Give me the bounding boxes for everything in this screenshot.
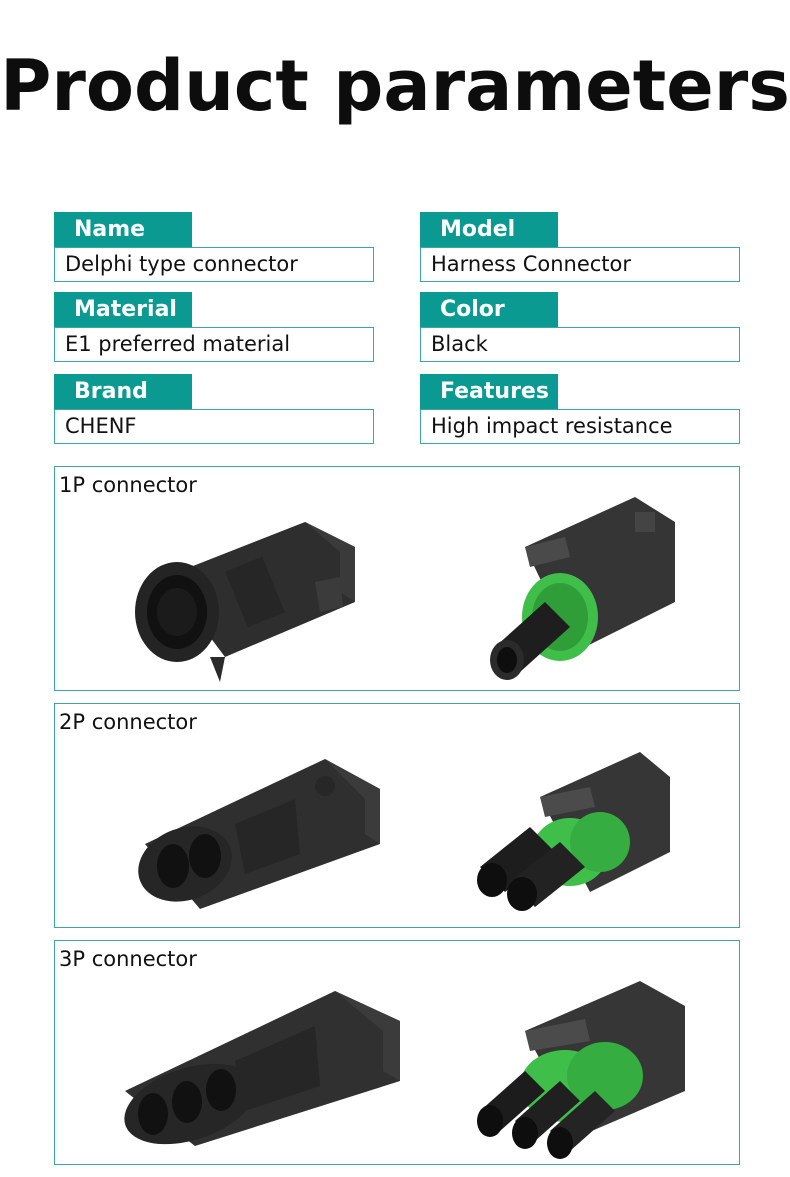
female-connector-1p-image bbox=[490, 497, 675, 680]
panel-2p-title: 2P connector bbox=[59, 710, 197, 734]
page-title: Product parameters bbox=[0, 45, 790, 127]
male-connector-2p-image bbox=[138, 759, 380, 909]
female-connector-3p-image bbox=[477, 981, 685, 1159]
panel-1p-title: 1P connector bbox=[59, 473, 197, 497]
param-features-value: High impact resistance bbox=[420, 409, 740, 444]
param-brand-value: CHENF bbox=[54, 409, 374, 444]
panel-2p-connector: 2P connector bbox=[54, 703, 740, 928]
param-color-value: Black bbox=[420, 327, 740, 362]
panel-3p-title: 3P connector bbox=[59, 947, 197, 971]
param-features-label: Features bbox=[420, 374, 558, 409]
param-material-value: E1 preferred material bbox=[54, 327, 374, 362]
param-model-label: Model bbox=[420, 212, 558, 247]
param-brand-label: Brand bbox=[54, 374, 192, 409]
panel-3p-connector: 3P connector bbox=[54, 940, 740, 1165]
param-material-label: Material bbox=[54, 292, 192, 327]
panel-1p-connector: 1P connector bbox=[54, 466, 740, 691]
param-name-label: Name bbox=[54, 212, 192, 247]
param-color-label: Color bbox=[420, 292, 558, 327]
male-connector-1p-image bbox=[135, 522, 355, 682]
param-model-value: Harness Connector bbox=[420, 247, 740, 282]
param-name-value: Delphi type connector bbox=[54, 247, 374, 282]
female-connector-2p-image bbox=[477, 752, 670, 911]
male-connector-3p-image bbox=[124, 991, 400, 1146]
